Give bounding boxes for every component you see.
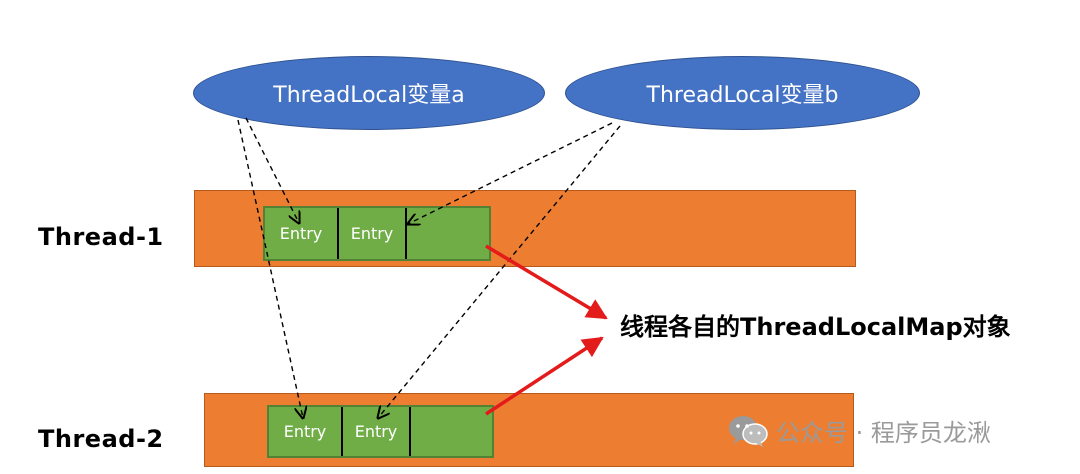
thread-1-entry-1: Entry bbox=[265, 208, 339, 259]
wechat-icon bbox=[729, 415, 768, 447]
watermark-text: 公众号 · 程序员龙湫 bbox=[776, 419, 991, 447]
thread-2-entry-1: Entry bbox=[269, 407, 343, 456]
thread-2-threadlocalmap: Entry Entry bbox=[267, 405, 494, 458]
thread-2-entry-empty bbox=[411, 407, 492, 456]
ref-a-to-thread2-entry1 bbox=[237, 119, 303, 418]
thread-1-entry-2: Entry bbox=[339, 208, 407, 259]
thread-1-threadlocalmap: Entry Entry bbox=[263, 206, 491, 261]
thread-1-label: Thread-1 bbox=[38, 223, 164, 251]
threadlocal-variable-a: ThreadLocal变量a bbox=[193, 56, 545, 130]
ref-b-to-thread2-entry2 bbox=[378, 125, 621, 418]
threadlocalmap-caption: 线程各自的ThreadLocalMap对象 bbox=[620, 313, 1011, 341]
threadlocal-variable-b: ThreadLocal变量b bbox=[565, 56, 920, 130]
thread-1-entry-empty bbox=[407, 208, 489, 259]
thread-2-label: Thread-2 bbox=[38, 425, 164, 453]
thread-2-entry-2: Entry bbox=[343, 407, 411, 456]
threadlocal-variable-a-label: ThreadLocal变量a bbox=[273, 83, 465, 108]
wechat-watermark: 公众号 · 程序员龙湫 bbox=[728, 413, 991, 448]
threadlocal-variable-b-label: ThreadLocal变量b bbox=[646, 83, 839, 108]
